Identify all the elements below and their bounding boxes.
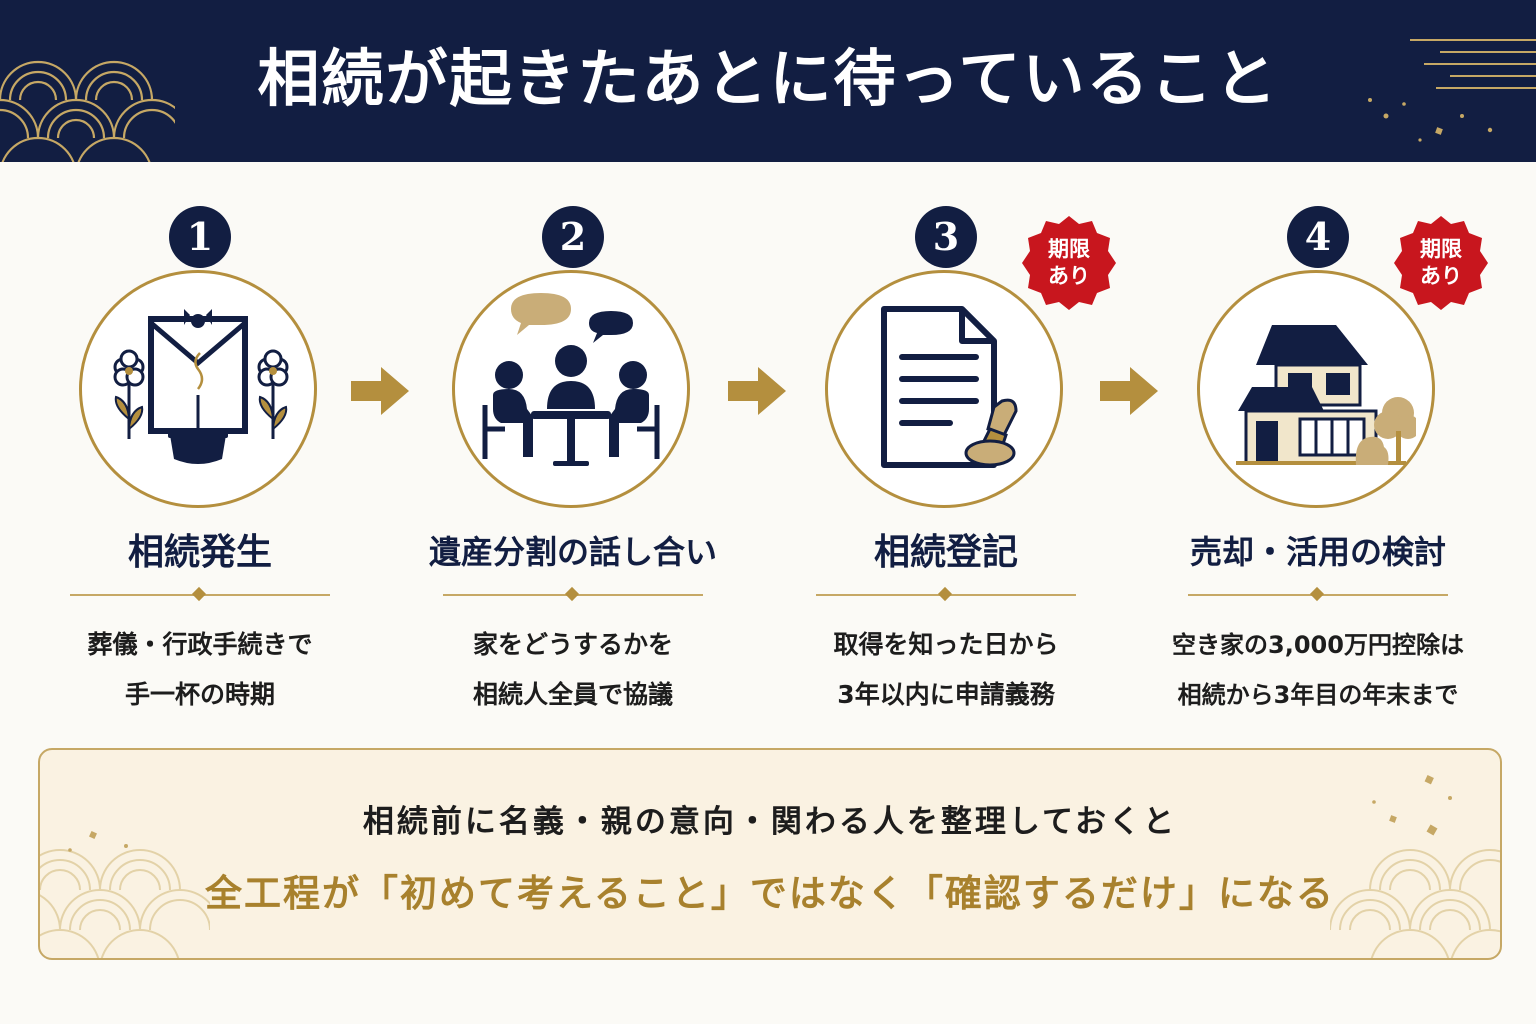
deadline-text: 期限 あり — [1392, 236, 1490, 290]
step-icon-circle — [452, 270, 690, 508]
step-number-badge: 4 — [1287, 206, 1349, 268]
wave-pattern-left-icon — [40, 831, 210, 958]
divider-diamond-icon — [564, 586, 580, 602]
step-description-line: 手一杯の時期 — [124, 680, 275, 709]
step-description-line: 空き家の3,000万円控除は — [1172, 631, 1464, 659]
step-number-badge: 3 — [915, 206, 977, 268]
step-1: 1 相続発生 — [30, 200, 370, 720]
document-seal-icon — [881, 306, 1018, 468]
step-title: 遺産分割の話し合い — [428, 533, 717, 571]
arrow-right-icon — [351, 367, 409, 415]
step-description: 家をどうするかを 相続人全員で協議 — [403, 620, 743, 720]
step-description: 取得を知った日から 3年以内に申請義務 — [776, 620, 1116, 720]
step-title: 相続発生 — [127, 531, 272, 573]
step-4: 4 期限 あり 売却・活用の検討 — [1148, 200, 1488, 720]
family-meeting-icon — [482, 293, 660, 466]
arrow-right-icon — [728, 367, 786, 415]
arrow-right-icon — [1100, 367, 1158, 415]
deadline-line: あり — [1048, 264, 1090, 288]
step-description-line: 相続から3年目の年末まで — [1177, 681, 1459, 709]
step-description: 葬儀・行政手続きで 手一杯の時期 — [30, 620, 370, 720]
page-title: 相続が起きたあとに待っていること — [257, 42, 1279, 115]
divider-diamond-icon — [1309, 586, 1325, 602]
memorial-altar-icon — [113, 309, 289, 464]
summary-panel: 相続前に名義・親の意向・関わる人を整理しておくと 全工程が「初めて考えること」で… — [38, 748, 1502, 960]
seal-badge-icon — [1022, 216, 1116, 310]
step-description: 空き家の3,000万円控除は 相続から3年目の年末まで — [1148, 620, 1488, 720]
deadline-line: 期限 — [1048, 237, 1090, 261]
step-icon-circle — [825, 270, 1063, 508]
deadline-badge: 期限 あり — [1392, 214, 1490, 312]
step-number-badge: 1 — [169, 206, 231, 268]
deadline-text: 期限 あり — [1020, 236, 1118, 290]
step-description-line: 取得を知った日から — [833, 630, 1059, 659]
summary-conclusion-text: 全工程が「初めて考えること」ではなく「確認するだけ」になる — [205, 871, 1335, 915]
deadline-badge: 期限 あり — [1020, 214, 1118, 312]
step-icon-circle — [1197, 270, 1435, 508]
wave-pattern-right-icon — [1330, 775, 1500, 958]
deadline-line: 期限 — [1420, 237, 1462, 261]
step-icon-circle — [79, 270, 317, 508]
step-description-line: 家をどうするかを — [472, 630, 673, 659]
step-number-badge: 2 — [542, 206, 604, 268]
header-banner: 相続が起きたあとに待っていること — [0, 0, 1536, 162]
cloud-lines-right-icon — [1368, 39, 1536, 142]
house-icon — [1236, 325, 1416, 465]
divider-diamond-icon — [191, 586, 207, 602]
step-title: 相続登記 — [873, 531, 1018, 573]
deadline-line: あり — [1420, 264, 1462, 288]
wave-pattern-left-icon — [0, 60, 175, 162]
step-description-line: 葬儀・行政手続きで — [87, 630, 313, 659]
summary-intro-text: 相続前に名義・親の意向・関わる人を整理しておくと — [362, 804, 1178, 840]
step-3: 3 期限 あり 相続登記 取得を知った日から 3年以内に申請義務 — [776, 200, 1116, 720]
step-title: 売却・活用の検討 — [1189, 533, 1446, 571]
step-description-line: 3年以内に申請義務 — [837, 680, 1055, 709]
step-2: 2 遺産分割の話し合い 家をどうするかを 相続人全員で協議 — [403, 200, 743, 720]
seal-badge-icon — [1394, 216, 1488, 310]
step-description-line: 相続人全員で協議 — [472, 680, 673, 709]
divider-diamond-icon — [937, 586, 953, 602]
